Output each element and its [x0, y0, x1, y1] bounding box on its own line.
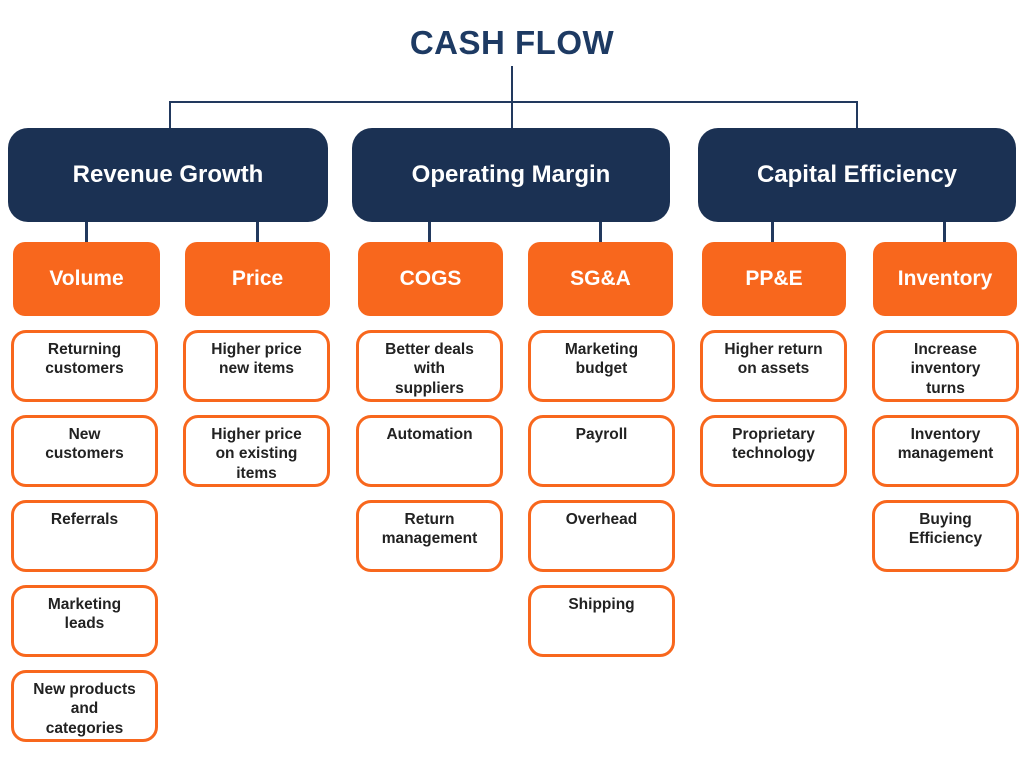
- connector-left-drop: [169, 101, 171, 129]
- leaf-box: New customers: [11, 415, 158, 487]
- leaf-box: Marketing budget: [528, 330, 675, 402]
- category-box-inventory: Inventory: [873, 242, 1017, 316]
- category-box-ppe: PP&E: [702, 242, 846, 316]
- connector-stub-price: [256, 221, 259, 243]
- leaf-box: Higher return on assets: [700, 330, 847, 402]
- leaf-box: Overhead: [528, 500, 675, 572]
- branch-box-revenue-growth: Revenue Growth: [8, 128, 328, 222]
- leaf-box: Proprietary technology: [700, 415, 847, 487]
- leaf-box: Referrals: [11, 500, 158, 572]
- category-box-sga: SG&A: [528, 242, 673, 316]
- leaf-box: Inventory management: [872, 415, 1019, 487]
- leaf-column-sga: Marketing budget Payroll Overhead Shippi…: [528, 330, 675, 657]
- leaf-box: Automation: [356, 415, 503, 487]
- category-box-volume: Volume: [13, 242, 160, 316]
- connector-stub-inventory: [943, 221, 946, 243]
- leaf-box: Shipping: [528, 585, 675, 657]
- connector-horizontal: [169, 101, 858, 103]
- leaf-column-ppe: Higher return on assets Proprietary tech…: [700, 330, 847, 487]
- leaf-box: Returning customers: [11, 330, 158, 402]
- connector-right-drop: [856, 101, 858, 129]
- category-box-cogs: COGS: [358, 242, 503, 316]
- leaf-box: Better deals with suppliers: [356, 330, 503, 402]
- leaf-column-inventory: Increase inventory turns Inventory manag…: [872, 330, 1019, 572]
- leaf-box: Increase inventory turns: [872, 330, 1019, 402]
- connector-stub-volume: [85, 221, 88, 243]
- connector-stub-ppe: [771, 221, 774, 243]
- diagram-title: CASH FLOW: [409, 24, 615, 61]
- connector-title-drop: [511, 66, 513, 128]
- leaf-box: Payroll: [528, 415, 675, 487]
- leaf-column-price: Higher price new items Higher price on e…: [183, 330, 330, 487]
- connector-stub-sga: [599, 221, 602, 243]
- leaf-box: Higher price new items: [183, 330, 330, 402]
- leaf-column-cogs: Better deals with suppliers Automation R…: [356, 330, 503, 572]
- leaf-box: New products and categories: [11, 670, 158, 742]
- leaf-column-volume: Returning customers New customers Referr…: [11, 330, 158, 742]
- leaf-box: Buying Efficiency: [872, 500, 1019, 572]
- category-box-price: Price: [185, 242, 330, 316]
- leaf-box: Return management: [356, 500, 503, 572]
- branch-box-operating-margin: Operating Margin: [352, 128, 670, 222]
- branch-box-capital-efficiency: Capital Efficiency: [698, 128, 1016, 222]
- leaf-box: Marketing leads: [11, 585, 158, 657]
- connector-stub-cogs: [428, 221, 431, 243]
- leaf-box: Higher price on existing items: [183, 415, 330, 487]
